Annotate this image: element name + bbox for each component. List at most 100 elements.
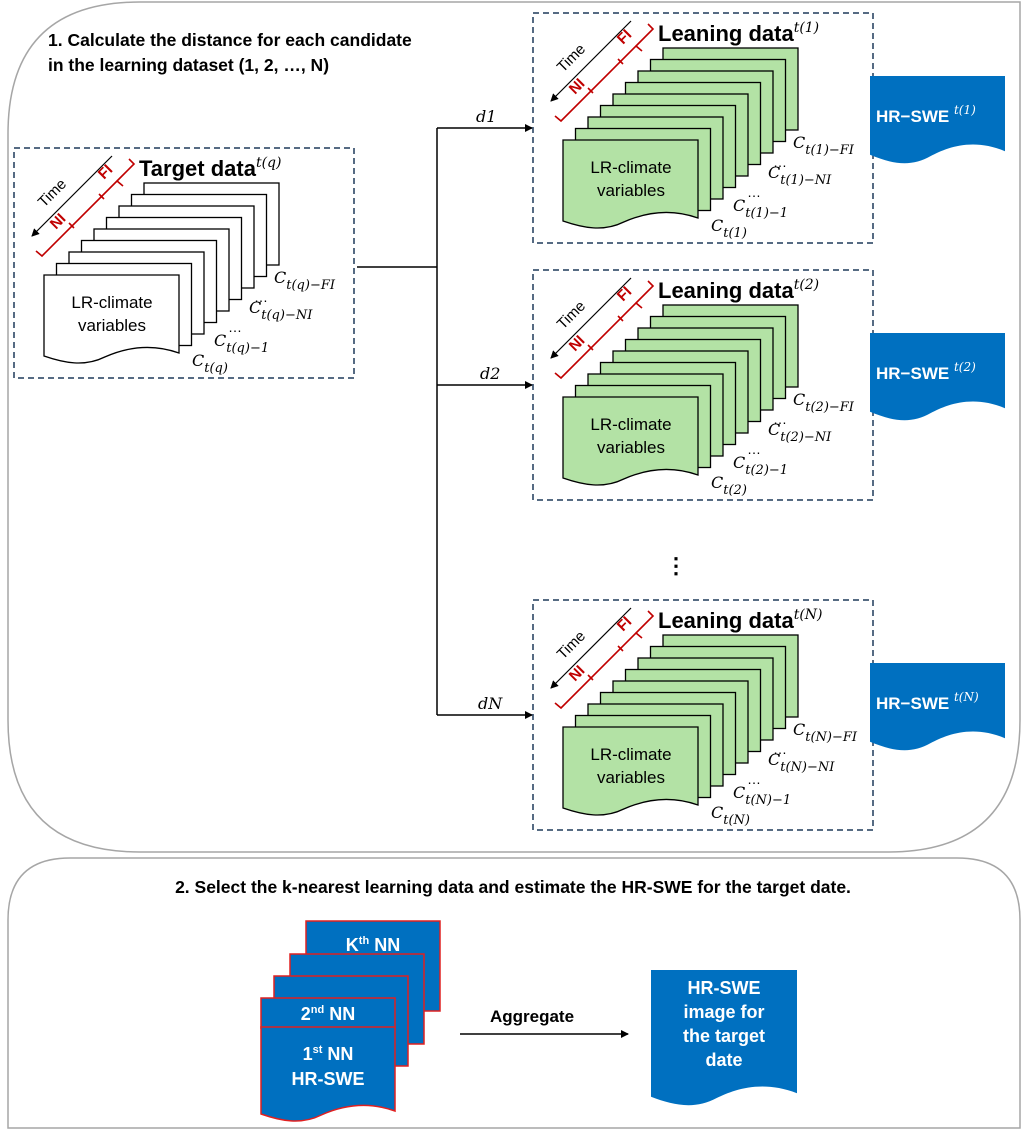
group-title: Leaning datat(2) xyxy=(658,277,819,303)
stack-label-line2: variables xyxy=(597,181,665,200)
connector-lines xyxy=(357,124,533,719)
bracket-line-fi xyxy=(635,610,655,634)
result-label-line: the target xyxy=(683,1026,765,1046)
stack-label-line1: LR-climate xyxy=(590,158,671,177)
panel-1-title-line2: in the learning dataset (1, 2, …, N) xyxy=(48,55,329,75)
group-title: Leaning datat(N) xyxy=(658,607,823,633)
front-frame xyxy=(562,726,699,816)
frame-label-ni: Ct(N)−NI xyxy=(768,750,835,775)
result-label-line: date xyxy=(705,1050,742,1070)
frame-label-1: Ct(N)−1 xyxy=(733,783,791,808)
bracket-line-ni xyxy=(554,631,643,710)
distance-label-dN: dN xyxy=(478,694,503,713)
bracket-tick xyxy=(617,315,624,322)
kth-nn-label: Kth NN xyxy=(346,935,400,955)
result-label-line: image for xyxy=(683,1002,764,1022)
frame-ellipsis: … xyxy=(773,154,787,170)
time-label: Time xyxy=(554,298,589,333)
bracket-tick xyxy=(68,222,75,229)
bracket-line-ni xyxy=(554,301,643,380)
frame-label-0: Ct(q) xyxy=(192,351,228,376)
second-nn-label: 2nd NN xyxy=(301,1004,355,1024)
first-nn-frame xyxy=(260,1026,396,1122)
frame-label-ni: Ct(q)−NI xyxy=(249,298,313,323)
bracket-tick xyxy=(98,193,105,200)
result-label-line: HR-SWE xyxy=(688,978,761,998)
hr-swe-output-2: HR−SWE t(2) xyxy=(870,333,1005,421)
stack-label-line2: variables xyxy=(597,768,665,787)
frame-label-0: Ct(1) xyxy=(711,216,747,241)
frame-label-fi: Ct(N)−FI xyxy=(793,720,858,745)
panel-2-title: 2. Select the k-nearest learning data an… xyxy=(175,877,851,897)
frame-ellipsis: … xyxy=(747,184,761,200)
stack-label-line2: variables xyxy=(78,316,146,335)
frame-label-fi: Ct(2)−FI xyxy=(793,390,855,415)
hr-swe-document-icon xyxy=(870,663,1005,751)
front-frame xyxy=(43,274,180,364)
frame-label-1: Ct(2)−1 xyxy=(733,453,788,478)
result-document-icon xyxy=(651,970,797,1106)
frame-label-0: Ct(N) xyxy=(711,803,750,828)
frame-label-fi: Ct(1)−FI xyxy=(793,133,855,158)
time-arrow-icon xyxy=(550,20,632,102)
ni-fi-bracket xyxy=(554,280,655,380)
bracket-tick xyxy=(617,645,624,652)
fi-label: FI xyxy=(614,26,635,47)
time-label: Time xyxy=(554,628,589,663)
first-nn-line2: HR-SWE xyxy=(292,1069,365,1089)
bracket-line-fi xyxy=(635,280,655,304)
group-title: Leaning datat(1) xyxy=(658,20,819,46)
second-nn-frame xyxy=(260,997,396,1029)
hr-swe-output-3: HR−SWE t(N) xyxy=(870,663,1005,751)
group-title: Target datat(q) xyxy=(139,155,281,181)
front-frame xyxy=(562,139,699,229)
time-label: Time xyxy=(554,41,589,76)
time-label: Time xyxy=(35,176,70,211)
hr-swe-document-icon xyxy=(870,76,1005,164)
fi-label: FI xyxy=(614,613,635,634)
panel-1-title-line1: 1. Calculate the distance for each candi… xyxy=(48,30,412,50)
frame-label-0: Ct(2) xyxy=(711,473,747,498)
time-arrow-icon xyxy=(550,607,632,689)
bracket-tick xyxy=(587,674,594,681)
bracket-line-fi xyxy=(635,23,655,47)
hr-swe-document-icon xyxy=(870,333,1005,421)
bracket-line-ni xyxy=(35,179,124,258)
hr-swe-label: HR−SWE t(N) xyxy=(876,690,979,713)
frame-label-1: Ct(q)−1 xyxy=(214,331,269,356)
fi-label: FI xyxy=(95,161,116,182)
stack-label-line2: variables xyxy=(597,438,665,457)
hr-swe-output-1: HR−SWE t(1) xyxy=(870,76,1005,164)
distance-label-d1: d1 xyxy=(476,107,496,126)
time-arrow-icon xyxy=(31,155,113,237)
front-frame xyxy=(562,396,699,486)
frame-ellipsis: … xyxy=(254,289,268,305)
bracket-tick xyxy=(587,87,594,94)
bracket-line-ni xyxy=(554,44,643,123)
stack-label-line1: LR-climate xyxy=(71,293,152,312)
vertical-ellipsis: ⋮ xyxy=(665,553,687,578)
distance-label-d2: d2 xyxy=(480,364,500,383)
stack-label-line1: LR-climate xyxy=(590,745,671,764)
frame-label-ni: Ct(2)−NI xyxy=(768,420,832,445)
ni-fi-bracket xyxy=(554,23,655,123)
frame-ellipsis: … xyxy=(773,741,787,757)
ni-label: NI xyxy=(566,662,589,685)
frame-label-ni: Ct(1)−NI xyxy=(768,163,832,188)
frame-ellipsis: … xyxy=(228,319,242,335)
frame-label-fi: Ct(q)−FI xyxy=(274,268,336,293)
time-arrow-icon xyxy=(550,277,632,359)
nn-stack: Kth NN 2nd NN 1st NN HR-SWE xyxy=(260,920,441,1122)
ni-fi-bracket xyxy=(35,158,136,258)
fi-label: FI xyxy=(614,283,635,304)
first-nn-label: 1st NN xyxy=(303,1044,354,1064)
bracket-tick xyxy=(587,344,594,351)
bracket-line-fi xyxy=(116,158,136,182)
ni-label: NI xyxy=(566,75,589,98)
panel-2-border xyxy=(7,857,1021,1129)
panel-1-border xyxy=(7,1,1021,853)
